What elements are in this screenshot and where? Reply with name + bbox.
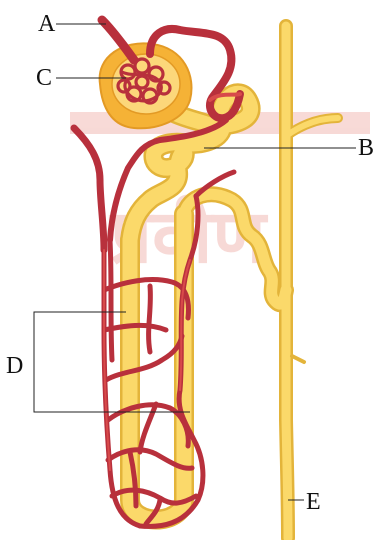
- label-c: C: [36, 66, 52, 90]
- label-b: B: [358, 136, 374, 160]
- label-e: E: [306, 490, 321, 514]
- label-a: A: [38, 12, 55, 36]
- label-d: D: [6, 354, 23, 378]
